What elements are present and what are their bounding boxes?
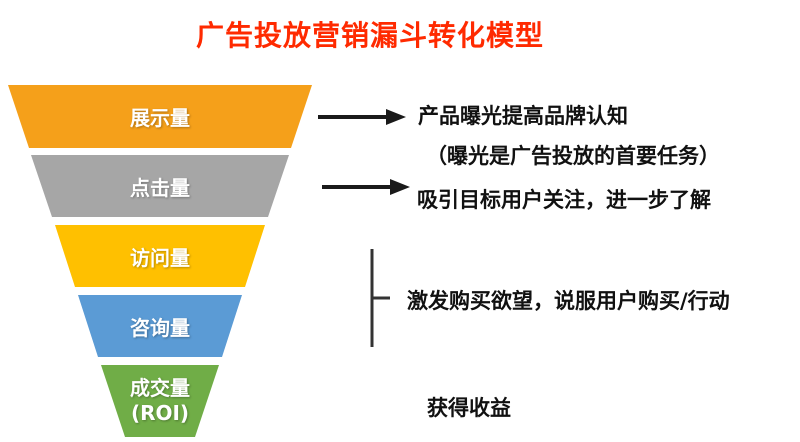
funnel-level-label: 点击量	[130, 175, 190, 200]
arrow-right-icon	[322, 179, 410, 195]
annotation-exposure: 产品曝光提高品牌认知	[418, 104, 628, 128]
annotation-exposure-sub: （曝光是广告投放的首要任务）	[426, 144, 720, 168]
annotation-desire: 激发购买欲望，说服用户购买/行动	[407, 289, 730, 313]
annotation-revenue: 获得收益	[427, 396, 511, 420]
funnel-level-label: 展示量	[130, 106, 190, 130]
funnel-level-visits: 访问量	[8, 225, 312, 287]
page-title: 广告投放营销漏斗转化模型	[195, 19, 544, 52]
funnel-level-label: 访问量	[130, 245, 190, 270]
funnel-level-label: 咨询量	[130, 315, 190, 340]
arrow-right-icon	[318, 109, 406, 125]
funnel-level-impressions: 展示量	[8, 85, 312, 148]
funnel-level-sublabel: (ROI)	[130, 401, 190, 425]
funnel-level-inquiries: 咨询量	[8, 295, 312, 357]
funnel: 展示量 点击量 访问量 咨询量 成交量 (ROI)	[8, 85, 312, 437]
bracket-icon	[370, 249, 390, 347]
funnel-level-clicks: 点击量	[8, 155, 312, 217]
funnel-level-label: 成交量	[130, 376, 190, 400]
annotation-clicks: 吸引目标用户关注，进一步了解	[417, 188, 711, 212]
funnel-level-deals-roi: 成交量 (ROI)	[8, 365, 312, 437]
